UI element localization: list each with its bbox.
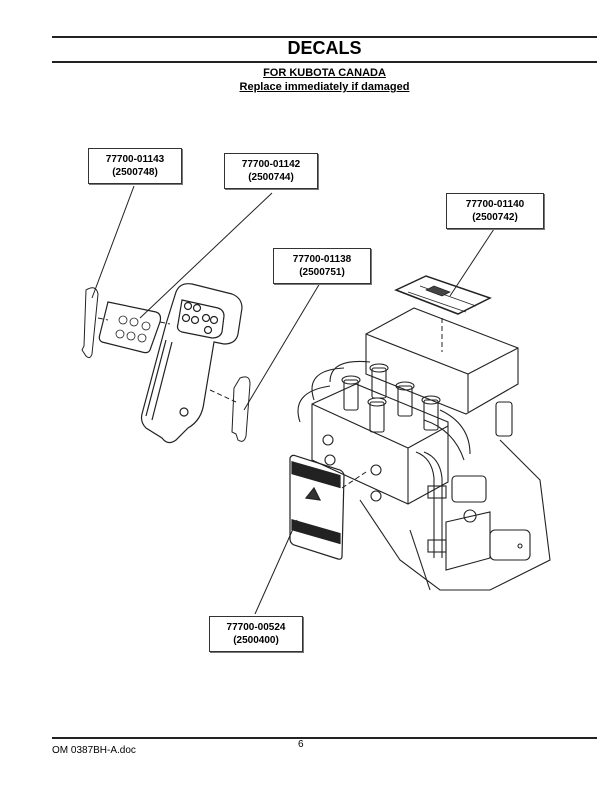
- warning-attention-decal: [289, 454, 345, 560]
- footer-rule: [52, 737, 597, 739]
- document-name: OM 0387BH-A.doc: [52, 745, 136, 756]
- page-title: DECALS: [287, 38, 362, 58]
- section-note: Replace immediately if damaged: [239, 81, 410, 93]
- callout-ref-number: (2500751): [299, 267, 345, 278]
- valve-top-decal: [394, 275, 492, 315]
- callout-ref-number: (2500744): [248, 172, 294, 183]
- callout-ref-number: (2500400): [233, 635, 279, 646]
- valve-block-assembly: [297, 307, 551, 591]
- callout-ref-number: (2500748): [112, 167, 158, 178]
- section-subtitle: FOR KUBOTA CANADA: [263, 67, 386, 79]
- callout-77700-01138: 77700-01138 (2500751): [273, 248, 371, 284]
- valve-top-decal-pattern: [407, 285, 477, 313]
- callout-77700-00524: 77700-00524 (2500400): [209, 616, 303, 652]
- callout-77700-01140: 77700-01140 (2500742): [446, 193, 544, 229]
- callout-part-number: 77700-01140: [465, 199, 525, 210]
- remote-handle: [140, 283, 243, 444]
- handle-side-decal-left: [81, 287, 99, 359]
- leader-line-01138: [243, 282, 321, 411]
- callout-part-number: 77700-01143: [105, 154, 165, 165]
- leader-line-01140: [449, 228, 495, 297]
- leader-line-01142: [139, 192, 273, 319]
- callout-part-number: 77700-01142: [241, 159, 301, 170]
- callout-77700-01142: 77700-01142 (2500744): [224, 153, 318, 189]
- handle-button-panel-decal: [98, 301, 162, 354]
- page-number: 6: [298, 739, 304, 750]
- header-bottom-rule: [52, 61, 597, 63]
- leader-line-01143: [91, 185, 135, 299]
- button-panel-decal-buttons: [115, 315, 151, 343]
- header-top-rule: [52, 36, 597, 38]
- callout-part-number: 77700-01138: [292, 254, 352, 265]
- handle-side-decal-right: [231, 376, 251, 442]
- leader-line-00524: [254, 519, 298, 615]
- callout-part-number: 77700-00524: [226, 622, 286, 633]
- callout-ref-number: (2500742): [472, 212, 518, 223]
- callout-77700-01143: 77700-01143 (2500748): [88, 148, 182, 184]
- quick-couplers: [341, 363, 441, 433]
